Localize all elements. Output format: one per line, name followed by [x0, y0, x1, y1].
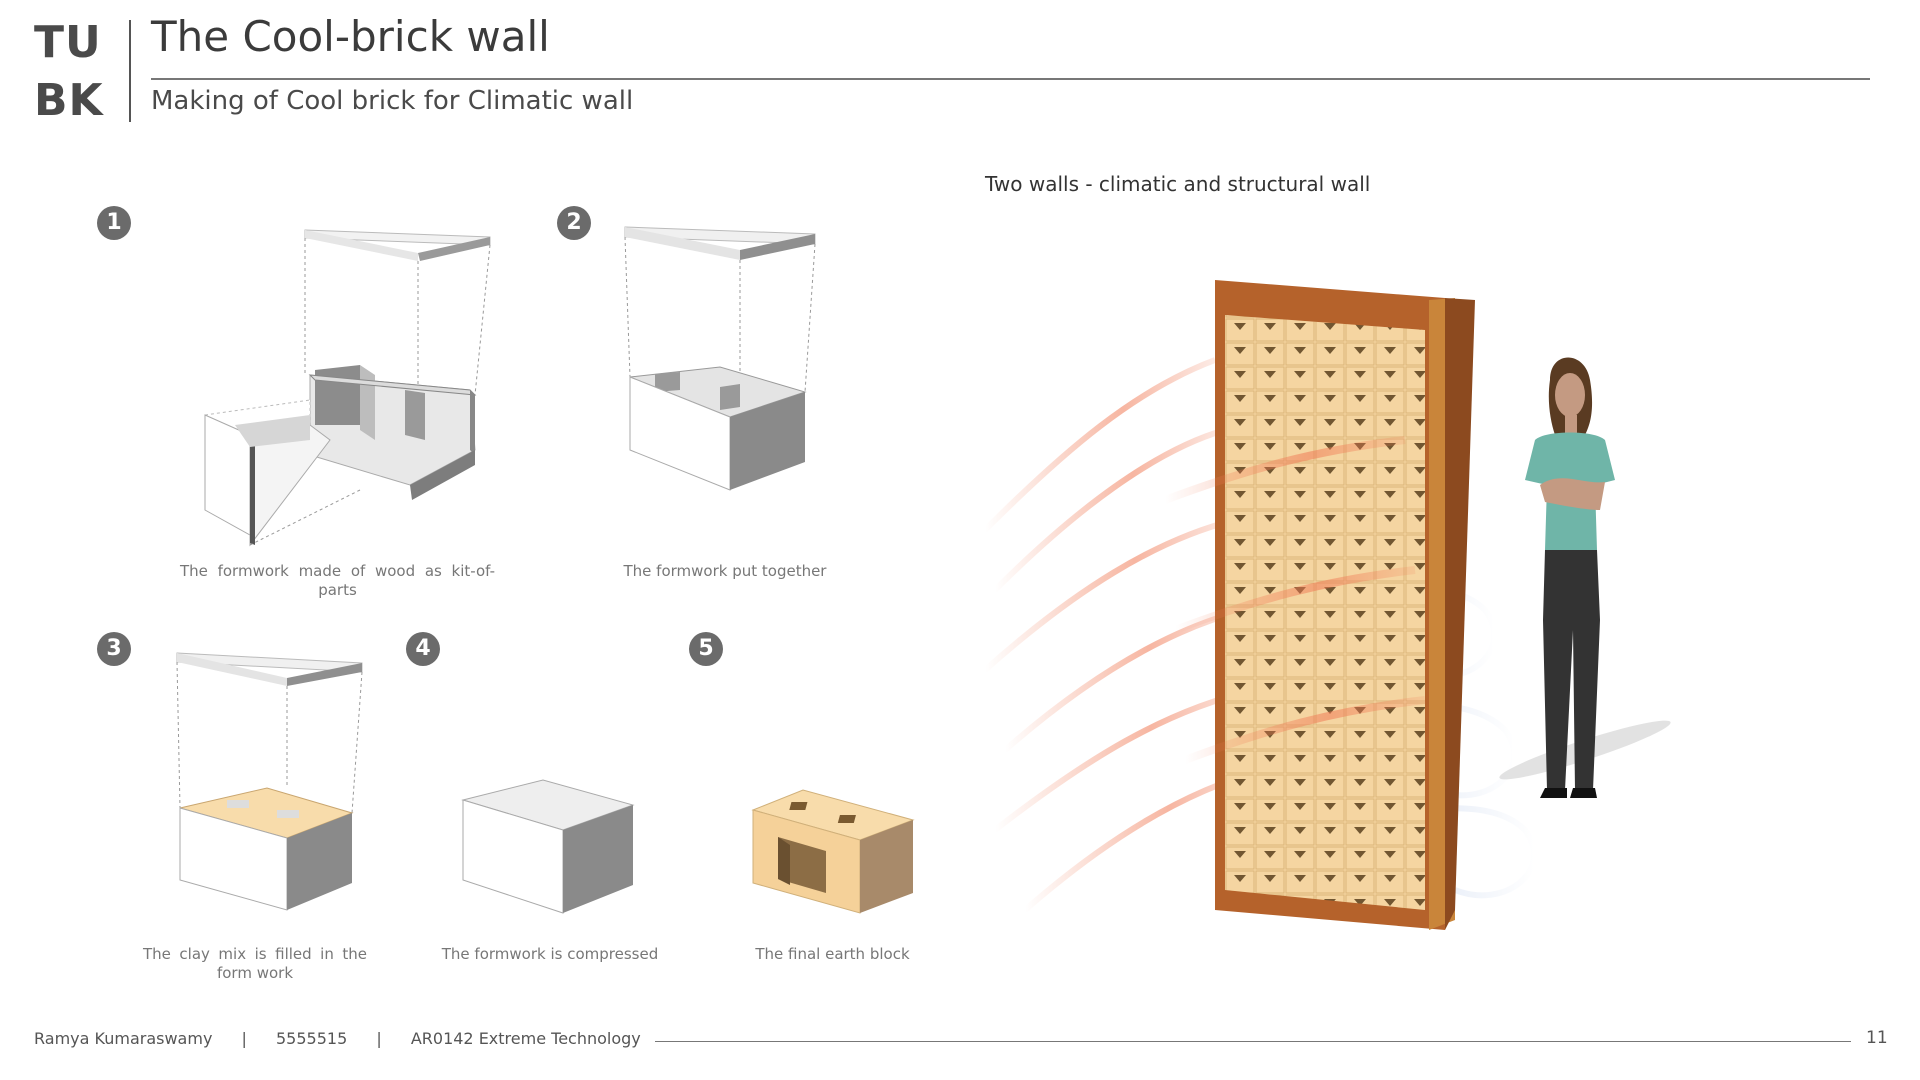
step-5-badge: 5	[689, 632, 723, 666]
step-2-caption: The formwork put together	[610, 562, 840, 581]
footer-course: AR0142 Extreme Technology	[411, 1029, 641, 1048]
page-title: The Cool-brick wall	[151, 12, 550, 61]
step-5-earth-block-illustration	[748, 785, 918, 925]
title-rule	[151, 78, 1870, 80]
footer-student-id: 5555515	[276, 1029, 347, 1048]
step-4-compressed-illustration	[458, 775, 638, 925]
logo-line-1: TU	[34, 14, 104, 72]
step-5-caption: The final earth block	[750, 945, 915, 964]
logo-line-2: BK	[34, 72, 104, 130]
step-2-formwork-assembled-illustration	[620, 222, 820, 502]
step-1-formwork-parts-illustration	[190, 225, 500, 545]
header-divider	[129, 20, 131, 122]
person-figure	[1496, 358, 1673, 799]
step-1-caption: The formwork made of wood as kit-of-part…	[180, 562, 495, 600]
cool-brick-wall-illustration	[985, 270, 1785, 990]
footer-rule	[655, 1041, 1851, 1042]
step-2-badge: 2	[557, 206, 591, 240]
step-3-caption: The clay mix is filled in the form work	[143, 945, 367, 983]
step-3-badge: 3	[97, 632, 131, 666]
page-subtitle: Making of Cool brick for Climatic wall	[151, 86, 633, 116]
footer-separator: |	[242, 1029, 247, 1048]
step-4-caption: The formwork is compressed	[440, 945, 660, 964]
page-number: 11	[1866, 1028, 1888, 1048]
footer: Ramya Kumaraswamy | 5555515 | AR0142 Ext…	[34, 1029, 641, 1048]
step-1-badge: 1	[97, 206, 131, 240]
wall-heading: Two walls - climatic and structural wall	[985, 172, 1370, 196]
step-4-badge: 4	[406, 632, 440, 666]
step-3-clay-filled-illustration	[172, 648, 372, 918]
footer-author: Ramya Kumaraswamy	[34, 1029, 212, 1048]
footer-separator: |	[376, 1029, 381, 1048]
university-logo: TU BK	[34, 14, 104, 130]
